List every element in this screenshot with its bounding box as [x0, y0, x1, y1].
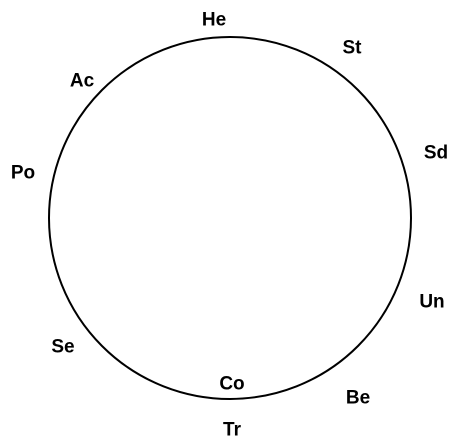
label-he: He — [201, 9, 227, 31]
label-co: Co — [219, 373, 245, 395]
label-un: Un — [419, 291, 445, 313]
label-st: St — [342, 37, 362, 59]
label-tr: Tr — [223, 419, 241, 441]
ring-circle — [48, 36, 412, 400]
label-ac: Ac — [69, 70, 95, 92]
label-po: Po — [10, 162, 36, 184]
label-be: Be — [345, 387, 371, 409]
label-sd: Sd — [423, 142, 449, 164]
label-se: Se — [51, 336, 75, 358]
